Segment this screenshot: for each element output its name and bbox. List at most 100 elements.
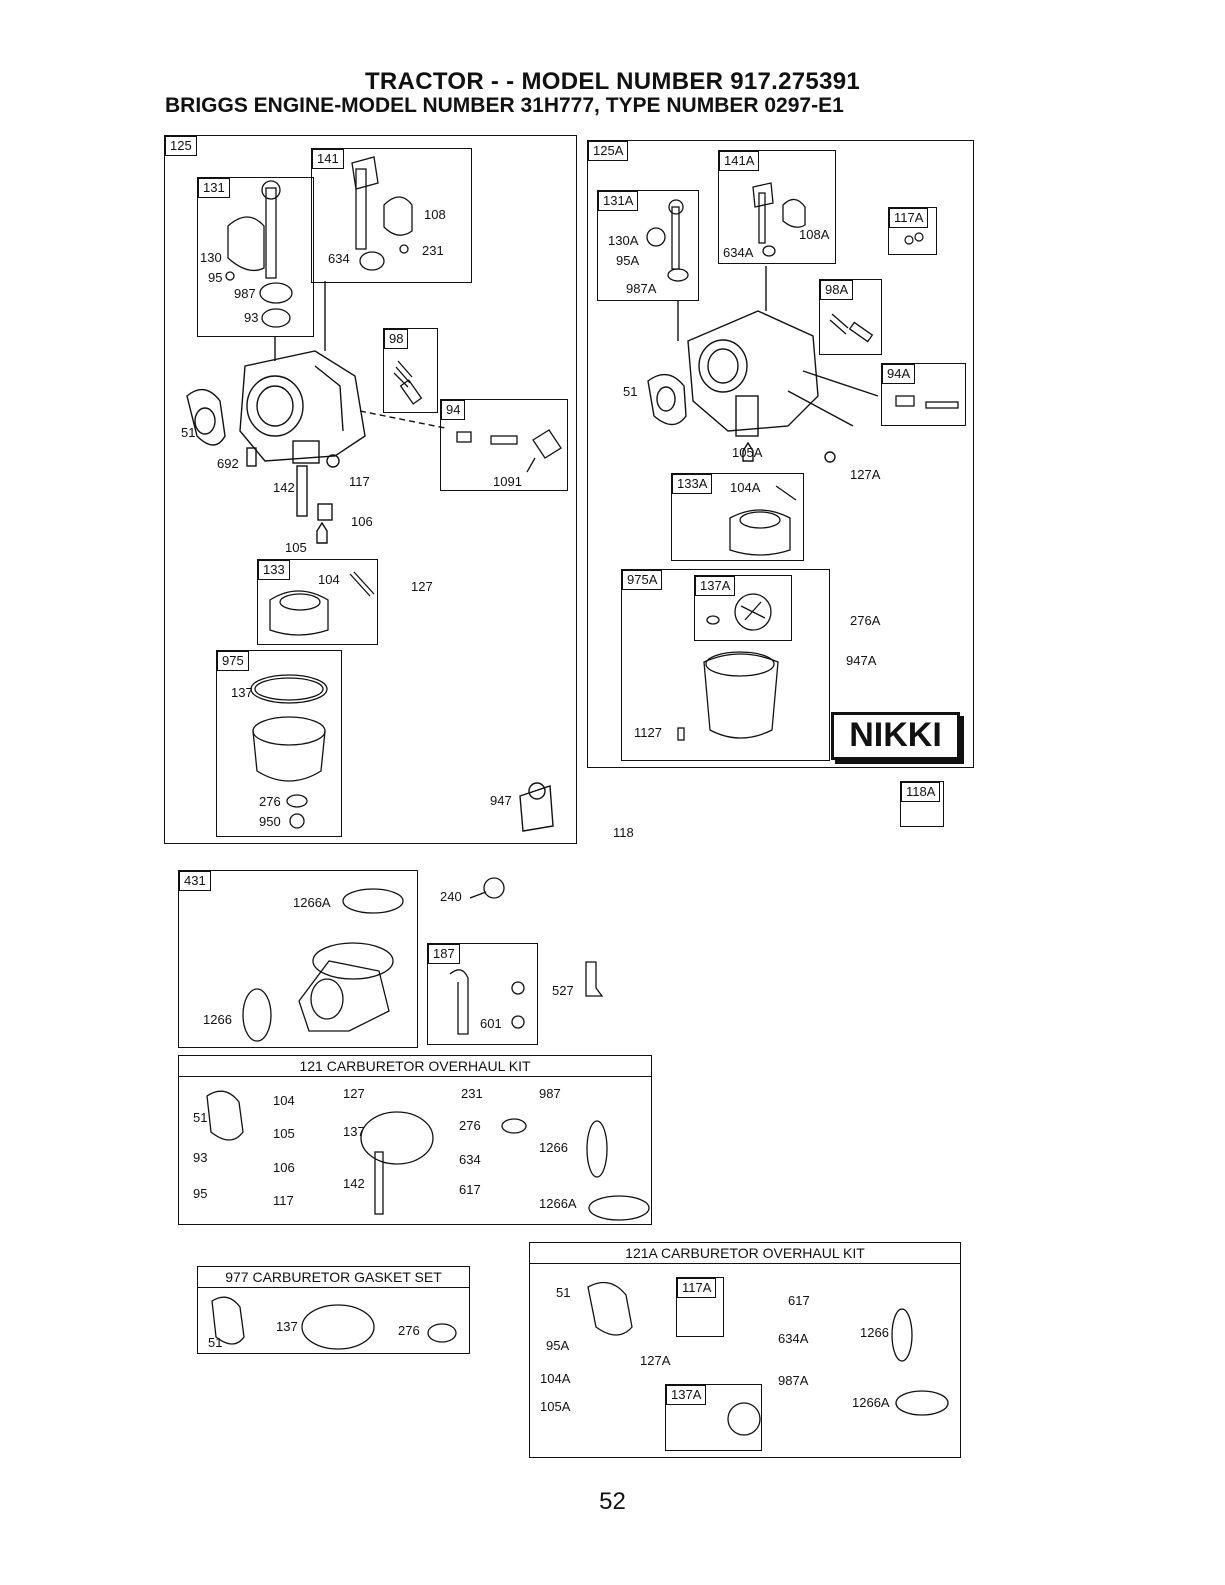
part-label: 276: [398, 1323, 420, 1338]
subassembly-94-box: 94 1091: [440, 399, 568, 491]
part-label: 105: [285, 540, 307, 555]
mixture-screw-icon: [895, 395, 959, 409]
part-label: 634: [459, 1152, 481, 1167]
part-label: 104: [318, 572, 340, 587]
part-label: 276: [459, 1118, 481, 1133]
fuel-filter-icon: [470, 877, 505, 899]
part-label: 105: [273, 1126, 295, 1141]
page-subtitle: BRIGGS ENGINE-MODEL NUMBER 31H777, TYPE …: [165, 94, 844, 117]
part-label: 51: [193, 1110, 208, 1125]
part-label: 51: [208, 1335, 223, 1350]
part-label: 142: [273, 480, 295, 495]
subassembly-tag: 98: [384, 329, 409, 349]
float-icon: [729, 485, 797, 556]
subassembly-98A-box: 98A: [819, 279, 882, 355]
kit-tag: 187: [428, 944, 460, 964]
intake-adapter-icon: [242, 888, 404, 1042]
part-tag: 118A: [901, 782, 941, 802]
diaphragm-icon: [706, 593, 772, 631]
nikki-carburetor-drawing: [647, 266, 879, 463]
assembly-tag: 125: [165, 136, 197, 156]
subassembly-133A-box: 133A 104A: [671, 473, 804, 561]
part-label: 1266: [860, 1325, 889, 1340]
subassembly-tag: 94A: [882, 364, 916, 384]
part-label: 601: [480, 1016, 502, 1031]
float-icon: [269, 571, 375, 636]
kit-187-box: 187 601: [427, 943, 538, 1045]
subassembly-98-box: 98: [383, 328, 438, 413]
subassembly-tag: 98A: [820, 280, 854, 300]
part-label: 106: [273, 1160, 295, 1175]
part-label: 130: [200, 250, 222, 265]
part-label: 104A: [540, 1371, 571, 1386]
kit-137A-box: 137A: [665, 1384, 762, 1451]
part-label: 105A: [540, 1399, 571, 1414]
kit-121-title: 121 CARBURETOR OVERHAUL KIT: [179, 1056, 651, 1077]
part-label: 634: [328, 251, 350, 266]
assembly-125A-box: 125A 131A 130A 95A: [587, 140, 974, 768]
fuel-line-icon: [449, 969, 525, 1035]
float-bowl-icon: [250, 674, 328, 829]
part-label: 127: [411, 579, 433, 594]
part-label: 276: [259, 794, 281, 809]
subassembly-tag: 94: [441, 400, 466, 420]
part-label: 987A: [778, 1373, 809, 1388]
part-label: 1127: [634, 725, 662, 740]
part-label: 1266: [203, 1012, 232, 1027]
part-label: 1266A: [852, 1395, 890, 1410]
assembly-125-box: 125: [164, 135, 577, 844]
subassembly-tag: 141: [312, 149, 344, 169]
part-label: 1266A: [539, 1196, 577, 1211]
part-label: 95A: [616, 253, 640, 268]
nikki-logo: NIKKI: [831, 712, 960, 760]
solenoid-icon: [456, 429, 562, 473]
part-label: 118: [613, 825, 634, 840]
part-label: 527: [552, 983, 574, 998]
subassembly-975A-box: 975A 137A 1127: [621, 569, 830, 761]
idle-screw-icon: [829, 313, 874, 343]
assembly-tag: 125A: [588, 141, 629, 161]
subassembly-tag: 141A: [719, 151, 760, 171]
part-label: 987: [539, 1086, 561, 1101]
kit-tag: 137A: [666, 1385, 707, 1405]
part-label: 51: [623, 384, 638, 399]
subassembly-131A-box: 131A 130A 95A 987A: [597, 190, 699, 301]
subassembly-tag: 133A: [672, 474, 713, 494]
part-label: 692: [217, 456, 239, 471]
part-label: 276A: [850, 613, 881, 628]
part-label: 51: [556, 1285, 571, 1300]
part-118A-box: 118A: [900, 781, 944, 827]
part-label: 108: [424, 207, 446, 222]
page-number: 52: [599, 1488, 626, 1515]
float-bowl-icon: [677, 651, 779, 741]
kit-121A-box: 121A CARBURETOR OVERHAUL KIT 117A 137A 5…: [529, 1242, 961, 1458]
part-label: 1091: [493, 474, 522, 489]
part-label: 947: [490, 793, 512, 808]
part-label: 617: [788, 1293, 810, 1308]
choke-shaft-icon: [646, 199, 689, 282]
kit-tag: 117A: [677, 1278, 717, 1298]
part-label: 130A: [608, 233, 639, 248]
part-label: 947A: [846, 653, 877, 668]
subassembly-tag: 975: [217, 651, 249, 671]
part-label: 104A: [730, 480, 761, 495]
part-label: 127A: [640, 1353, 671, 1368]
subassembly-133-box: 133 104: [257, 559, 378, 645]
part-label: 93: [193, 1150, 208, 1165]
part-label: 231: [422, 243, 444, 258]
page-title: TRACTOR - - MODEL NUMBER 917.275391: [364, 68, 861, 95]
subassembly-tag: 975A: [622, 570, 663, 590]
part-label: 95A: [546, 1338, 570, 1353]
throttle-shaft-icon: [752, 182, 806, 257]
clip-icon: [585, 961, 604, 997]
subassembly-tag: 131A: [598, 191, 639, 211]
part-label: 127: [343, 1086, 365, 1101]
kit-977-title: 977 CARBURETOR GASKET SET: [198, 1267, 469, 1288]
throttle-shaft-icon: [351, 156, 413, 271]
part-label: 106: [351, 514, 373, 529]
kit-121-box: 121 CARBURETOR OVERHAUL KIT 51 93 95 104…: [178, 1055, 652, 1225]
subassembly-tag: 133: [258, 560, 290, 580]
subassembly-141A-box: 141A 108A 634A: [718, 150, 836, 264]
choke-shaft-icon: [225, 180, 293, 328]
subassembly-117A-box: 117A: [888, 207, 937, 255]
